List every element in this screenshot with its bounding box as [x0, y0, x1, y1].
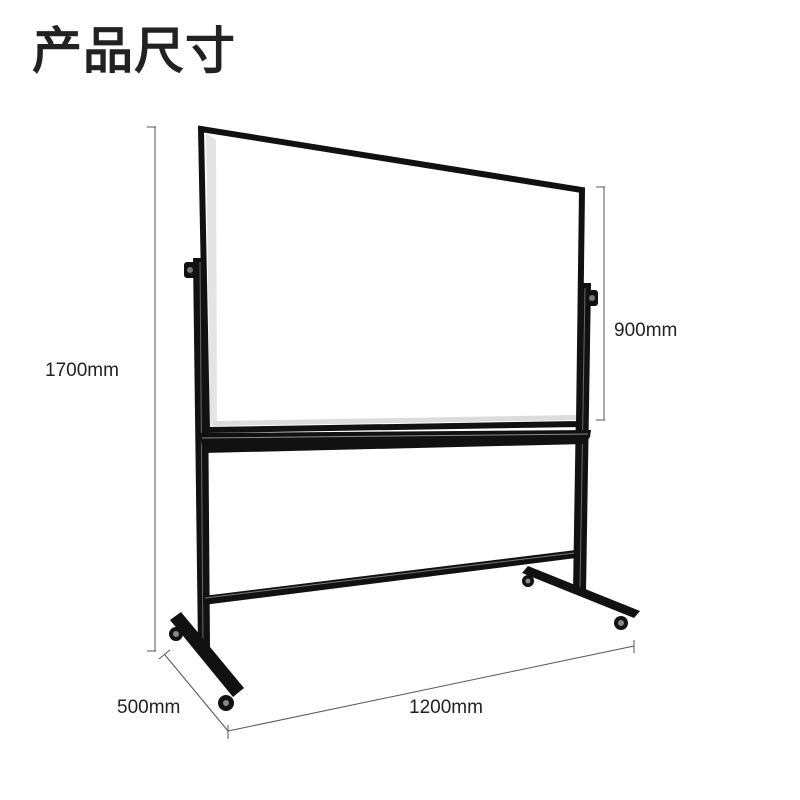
caster-wheel: [522, 575, 534, 587]
page-title: 产品尺寸: [32, 22, 236, 80]
caster-wheel: [614, 616, 628, 630]
lower-crossbar: [203, 550, 576, 605]
right-foot: [522, 566, 640, 618]
caster-wheel: [169, 627, 183, 641]
board-frame: [197, 125, 586, 434]
caster-wheel: [218, 695, 234, 711]
left-pivot-knob: [184, 262, 196, 278]
depth-dimension-line: [164, 654, 229, 732]
width-dimension-line: [227, 645, 635, 732]
lower-crossbar-edge: [204, 552, 575, 599]
depth-dimension-tick: [158, 649, 171, 660]
left-foot: [170, 612, 244, 697]
left-post-highlight: [199, 261, 204, 645]
board-bottom-shading: [212, 415, 576, 426]
dimension-lines: [147, 126, 635, 739]
width-label: 1200mm: [409, 697, 483, 718]
board-height-label: 900mm: [614, 320, 678, 341]
marker-tray-edge: [201, 433, 589, 439]
board-surface: [203, 131, 580, 428]
depth-label: 500mm: [117, 697, 181, 718]
marker-tray: [199, 430, 591, 453]
board-left-shading: [206, 133, 217, 426]
right-pivot-knob: [586, 290, 598, 306]
overall-height-label: 1700mm: [45, 360, 119, 381]
